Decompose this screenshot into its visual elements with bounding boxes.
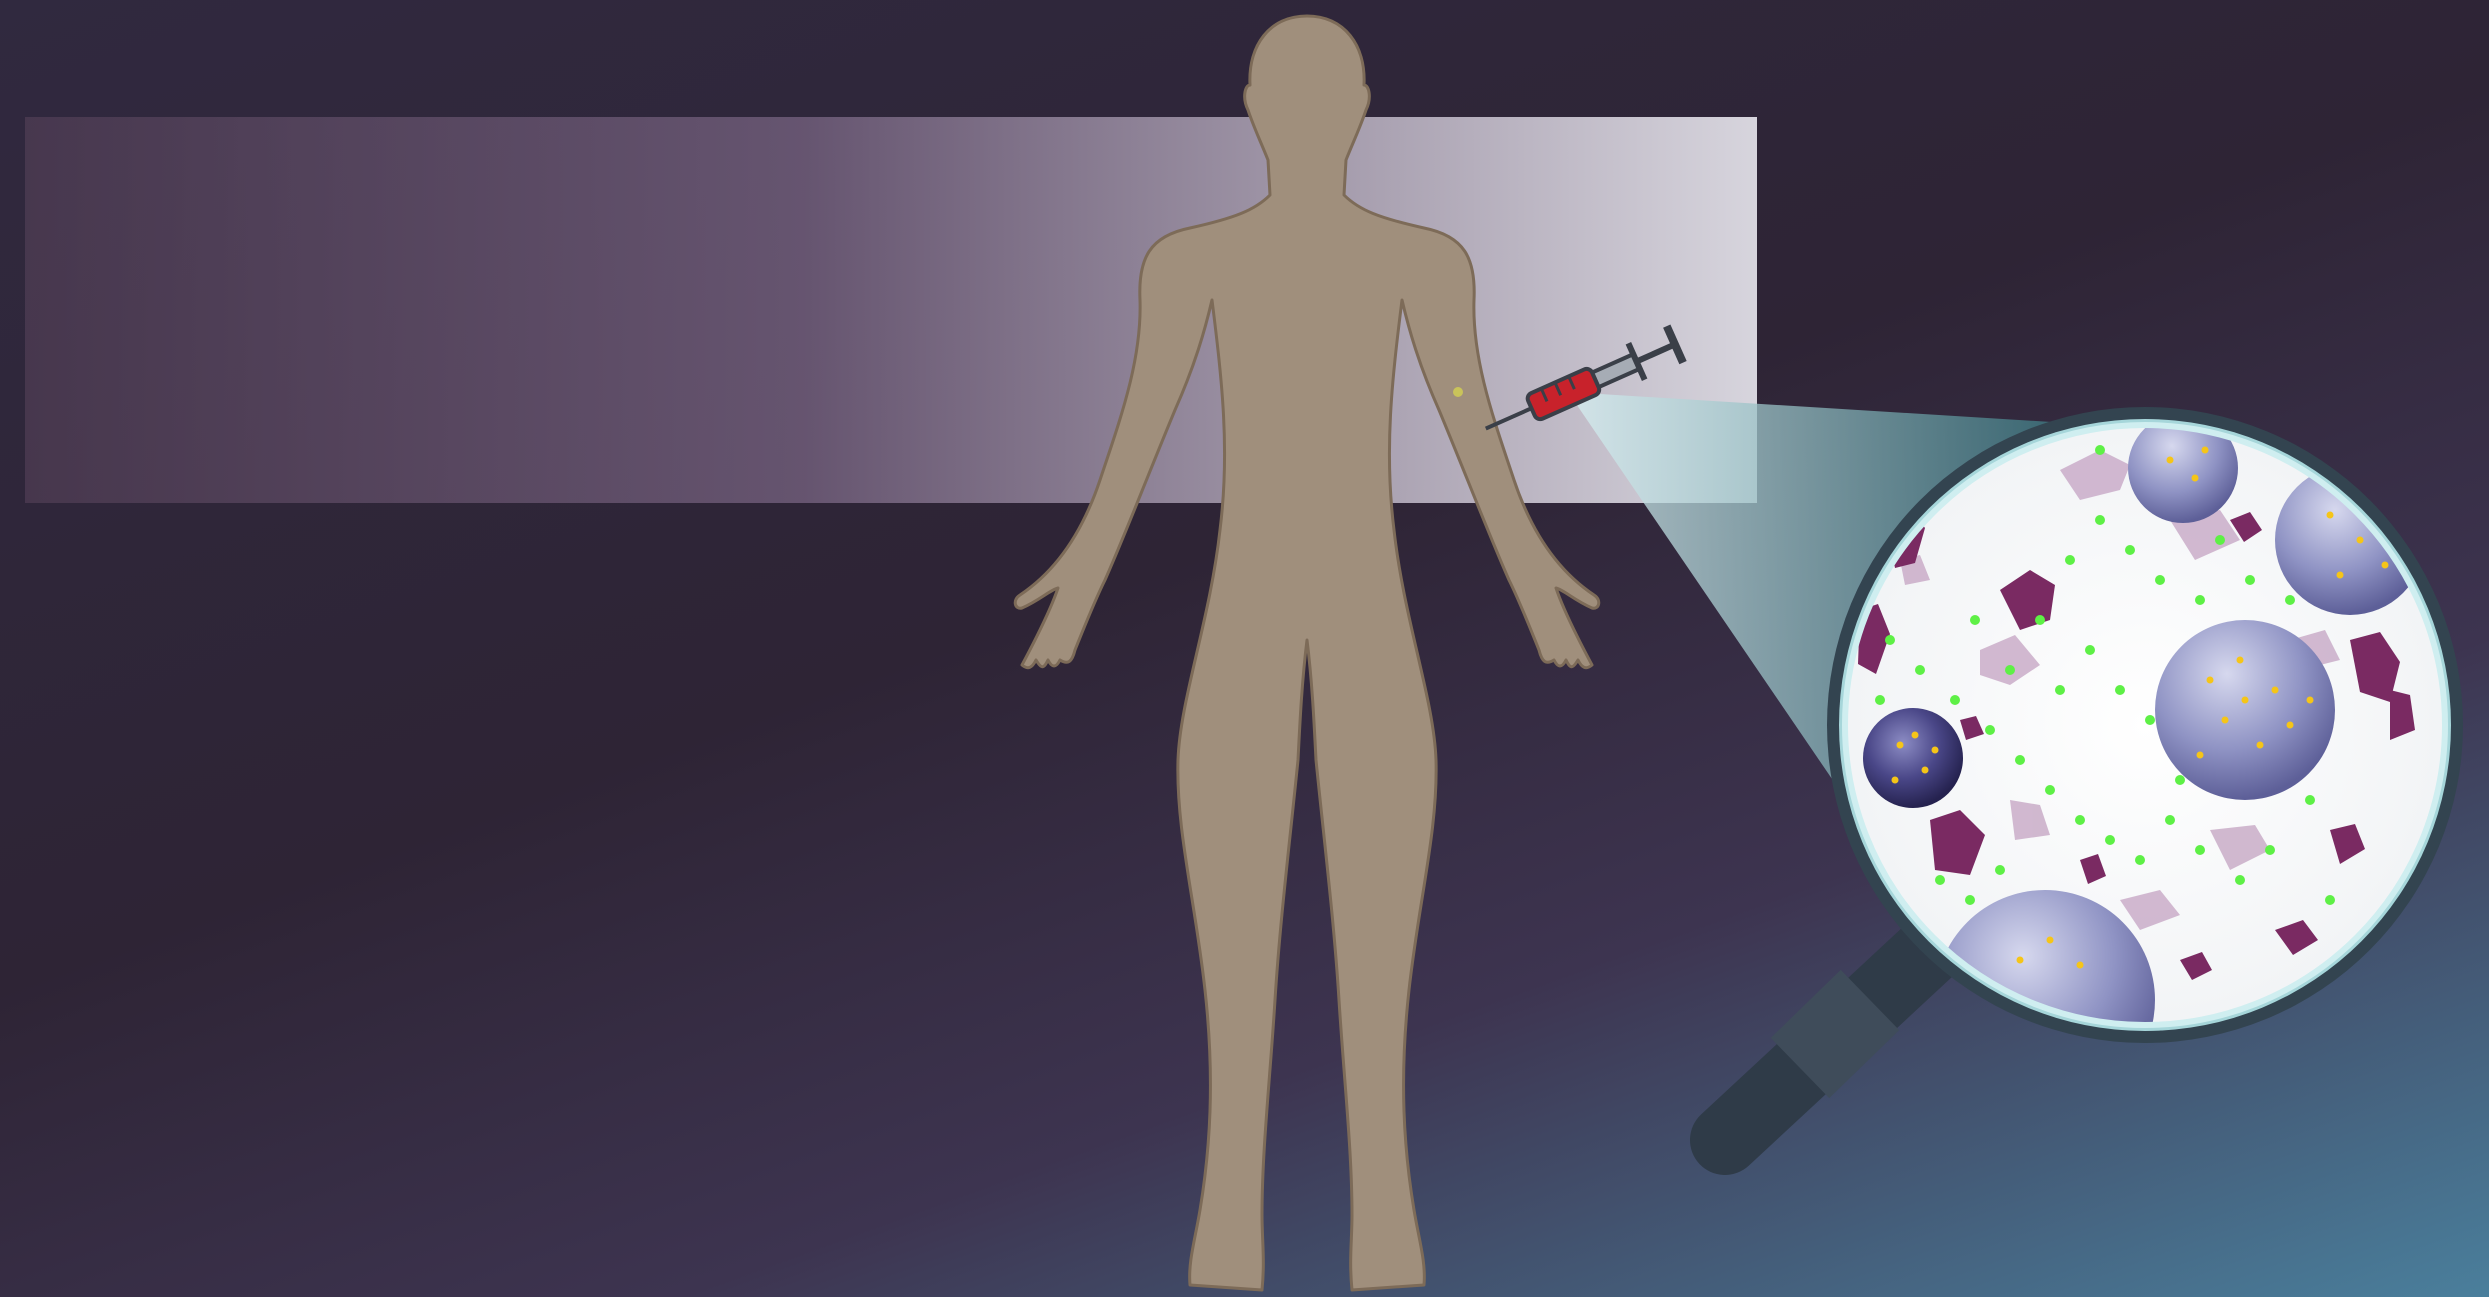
human-body-icon <box>1015 16 1599 1290</box>
cell <box>1863 708 1963 808</box>
cell <box>2155 620 2335 800</box>
cell <box>1935 890 2155 1110</box>
injection-site-marker <box>1453 387 1463 397</box>
